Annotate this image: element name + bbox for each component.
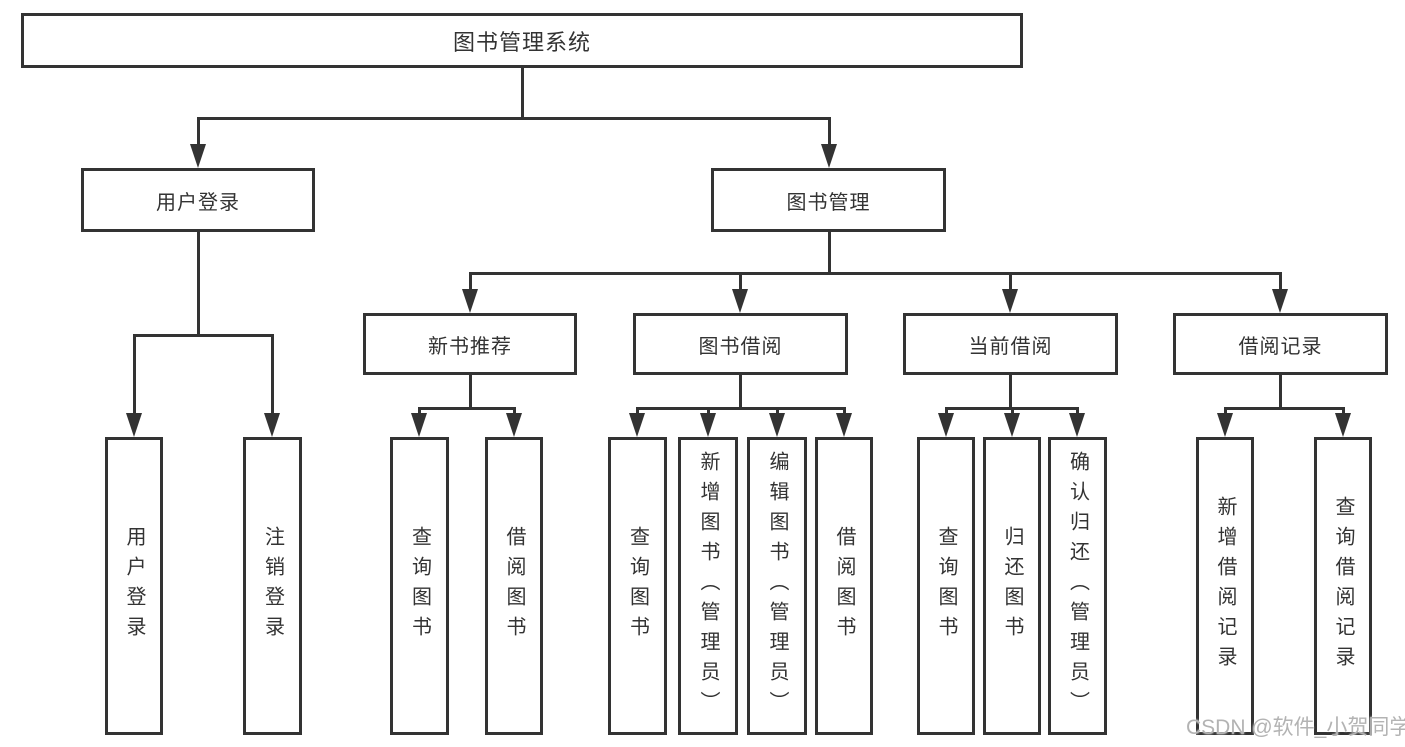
node-label: 查询图书 bbox=[626, 526, 649, 646]
node-leaf-borrow-books-recommend: 借阅图书 bbox=[485, 437, 543, 735]
arrowhead-down bbox=[629, 413, 645, 437]
connector bbox=[270, 334, 274, 414]
node-leaf-add-borrow-record: 新增借阅记录 bbox=[1196, 437, 1254, 735]
node-label: 注销登录 bbox=[261, 526, 284, 646]
connector bbox=[1278, 373, 1282, 410]
connector bbox=[468, 272, 1282, 275]
node-label: 借阅图书 bbox=[503, 526, 525, 646]
arrowhead-down bbox=[126, 413, 142, 437]
node-label: 新增图书（管理员） bbox=[697, 451, 719, 721]
connector bbox=[520, 68, 524, 118]
arrowhead-down bbox=[1069, 413, 1085, 437]
connector bbox=[944, 407, 948, 416]
node-label: 用户登录 bbox=[156, 191, 240, 214]
arrowhead-down bbox=[1002, 289, 1018, 313]
arrowhead-down bbox=[190, 144, 206, 168]
connector bbox=[132, 334, 274, 337]
node-leaf-query-books-borrowing: 查询图书 bbox=[608, 437, 667, 735]
node-current-borrowing: 当前借阅 bbox=[903, 313, 1118, 375]
node-label: 图书管理 bbox=[786, 191, 871, 214]
arrowhead-down bbox=[732, 289, 748, 313]
connector bbox=[738, 373, 742, 410]
arrowhead-down bbox=[938, 413, 954, 437]
connector bbox=[635, 407, 846, 410]
node-user-login: 用户登录 bbox=[81, 168, 315, 232]
node-label: 查询图书 bbox=[408, 526, 431, 646]
connector bbox=[417, 407, 421, 416]
connector bbox=[738, 272, 742, 292]
connector bbox=[1278, 272, 1282, 292]
node-label: 借阅图书 bbox=[833, 526, 855, 646]
arrowhead-down bbox=[506, 413, 522, 437]
connector bbox=[1223, 407, 1227, 416]
connector bbox=[775, 407, 779, 416]
connector bbox=[132, 334, 136, 414]
node-label: 编辑图书（管理员） bbox=[766, 451, 788, 721]
connector bbox=[827, 117, 831, 147]
connector bbox=[1008, 272, 1012, 292]
node-leaf-edit-books-admin: 编辑图书（管理员） bbox=[747, 437, 807, 735]
connector bbox=[196, 230, 200, 334]
connector bbox=[1341, 407, 1345, 416]
node-label: 查询借阅记录 bbox=[1332, 496, 1354, 676]
connector bbox=[635, 407, 639, 416]
connector bbox=[1008, 373, 1012, 410]
node-label: 图书借阅 bbox=[698, 335, 783, 358]
arrowhead-down bbox=[411, 413, 427, 437]
node-library-management-system: 图书管理系统 bbox=[21, 13, 1023, 68]
node-label: 借阅记录 bbox=[1238, 335, 1323, 358]
node-label: 新增借阅记录 bbox=[1214, 496, 1236, 676]
connector bbox=[1075, 407, 1079, 416]
arrowhead-down bbox=[462, 289, 478, 313]
node-leaf-query-books-recommend: 查询图书 bbox=[390, 437, 449, 735]
connector bbox=[1223, 407, 1345, 410]
arrowhead-down bbox=[1335, 413, 1351, 437]
arrowhead-down bbox=[1217, 413, 1233, 437]
connector bbox=[196, 117, 831, 120]
node-borrowing-records: 借阅记录 bbox=[1173, 313, 1388, 375]
node-leaf-borrow-books-borrowing: 借阅图书 bbox=[815, 437, 873, 735]
connector bbox=[196, 117, 200, 147]
node-leaf-return-books: 归还图书 bbox=[983, 437, 1041, 735]
connector bbox=[468, 373, 472, 410]
node-leaf-logout: 注销登录 bbox=[243, 437, 302, 735]
arrowhead-down bbox=[836, 413, 852, 437]
connector bbox=[1010, 407, 1014, 416]
node-leaf-query-books-current: 查询图书 bbox=[917, 437, 975, 735]
node-label: 图书管理系统 bbox=[452, 29, 591, 55]
node-book-management: 图书管理 bbox=[711, 168, 946, 232]
arrowhead-down bbox=[1272, 289, 1288, 313]
arrowhead-down bbox=[264, 413, 280, 437]
node-leaf-query-borrow-record: 查询借阅记录 bbox=[1314, 437, 1372, 735]
node-leaf-user-login: 用户登录 bbox=[105, 437, 163, 735]
connector bbox=[842, 407, 846, 416]
arrowhead-down bbox=[700, 413, 716, 437]
arrowhead-down bbox=[1004, 413, 1020, 437]
watermark: CSDN @软件_小贺同学 bbox=[1186, 716, 1405, 739]
connector bbox=[468, 272, 472, 292]
node-label: 当前借阅 bbox=[968, 335, 1053, 358]
node-leaf-add-books-admin: 新增图书（管理员） bbox=[678, 437, 738, 735]
node-new-book-recommendation: 新书推荐 bbox=[363, 313, 577, 375]
node-leaf-confirm-return-admin: 确认归还（管理员） bbox=[1048, 437, 1107, 735]
connector bbox=[417, 407, 516, 410]
node-label: 用户登录 bbox=[123, 526, 145, 646]
arrowhead-down bbox=[769, 413, 785, 437]
node-label: 确认归还（管理员） bbox=[1066, 451, 1089, 721]
node-book-borrowing: 图书借阅 bbox=[633, 313, 848, 375]
node-label: 查询图书 bbox=[935, 526, 957, 646]
node-label: 新书推荐 bbox=[428, 335, 512, 358]
connector bbox=[827, 230, 831, 275]
arrowhead-down bbox=[821, 144, 837, 168]
connector bbox=[706, 407, 710, 416]
connector bbox=[512, 407, 516, 416]
node-label: 归还图书 bbox=[1001, 526, 1023, 646]
